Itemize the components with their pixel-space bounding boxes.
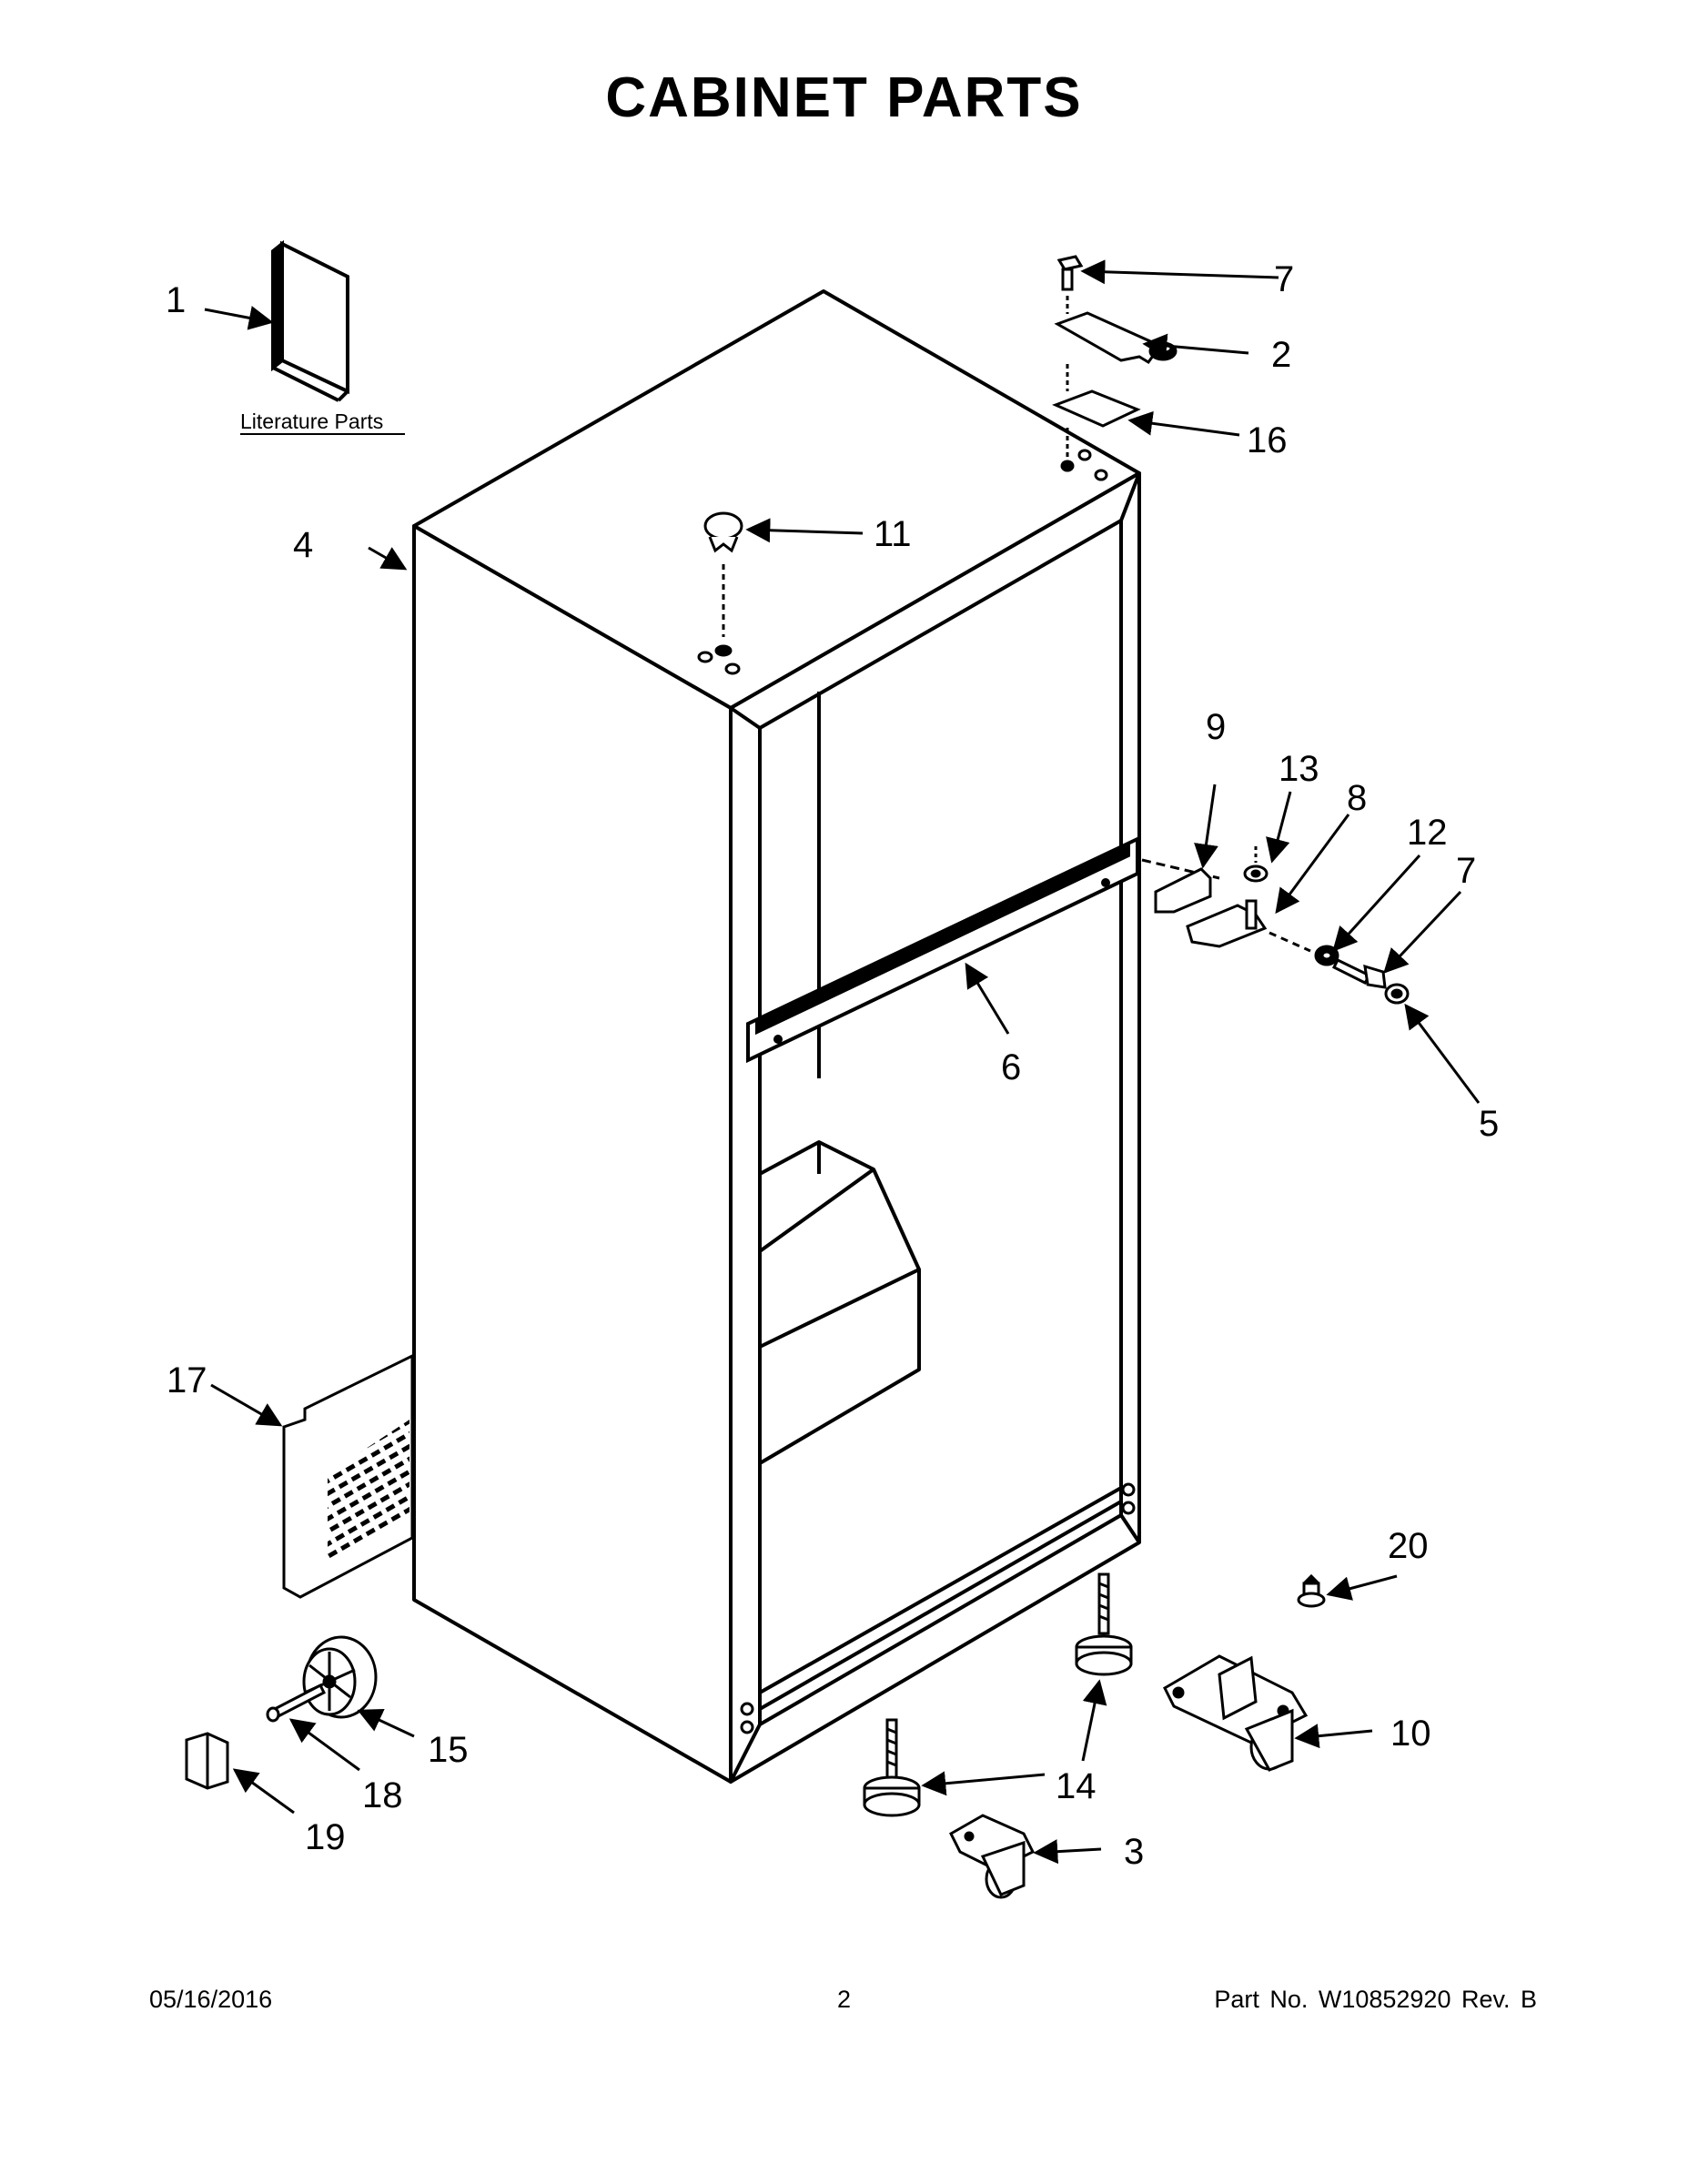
rear-grille — [282, 1353, 414, 1599]
callout-18: 18 — [362, 1775, 403, 1815]
cabinet — [412, 289, 1141, 1784]
screw — [1297, 1573, 1326, 1608]
callout-1: 1 — [166, 280, 186, 320]
callout-20: 20 — [1388, 1526, 1429, 1566]
callout-11: 11 — [874, 514, 912, 554]
roller-pin — [266, 1683, 327, 1723]
callout-7-right: 7 — [1456, 851, 1476, 891]
cabinet-opening — [758, 519, 1123, 1726]
callout-labels: 1 7 2 16 4 11 9 13 8 12 7 5 6 17 20 10 1… — [166, 259, 1499, 1872]
callout-8: 8 — [1347, 778, 1367, 818]
divider-bar — [746, 835, 1139, 1064]
front-roller-assembly — [1163, 1654, 1309, 1772]
footer-page-number: 2 — [836, 1986, 852, 2013]
callout-12: 12 — [1407, 813, 1448, 853]
callout-7-top: 7 — [1274, 259, 1294, 299]
callout-9: 9 — [1206, 707, 1226, 747]
callout-19: 19 — [305, 1817, 346, 1857]
callout-14-right: 14 — [1056, 1766, 1097, 1806]
leader-arrows — [204, 259, 1481, 1865]
center-hinge-assembly — [1141, 846, 1410, 1005]
leveling-leg-left — [863, 1718, 921, 1817]
footer-date: 05/16/2016 — [149, 1986, 273, 2013]
cabinet-left-side — [412, 524, 733, 1784]
plug-button — [697, 511, 743, 675]
callout-15: 15 — [428, 1730, 469, 1770]
callout-6: 6 — [1001, 1047, 1021, 1087]
literature-parts-label: Literature Parts — [240, 410, 383, 433]
cap — [185, 1732, 229, 1790]
callout-2: 2 — [1271, 335, 1291, 375]
footer-part-number: Part No. W10852920 Rev. B — [1214, 1986, 1537, 2013]
roller — [949, 1814, 1036, 1899]
callout-4: 4 — [293, 525, 313, 565]
callout-17: 17 — [167, 1360, 207, 1400]
page-title: CABINET PARTS — [605, 66, 1083, 129]
rear-roller — [302, 1635, 378, 1719]
leveling-leg-right — [1075, 1572, 1133, 1676]
callout-16: 16 — [1247, 420, 1288, 460]
callout-3: 3 — [1124, 1832, 1144, 1872]
literature-parts-icon — [271, 239, 349, 402]
callout-5: 5 — [1479, 1104, 1499, 1144]
callout-13: 13 — [1279, 749, 1319, 789]
callout-10: 10 — [1390, 1714, 1431, 1754]
